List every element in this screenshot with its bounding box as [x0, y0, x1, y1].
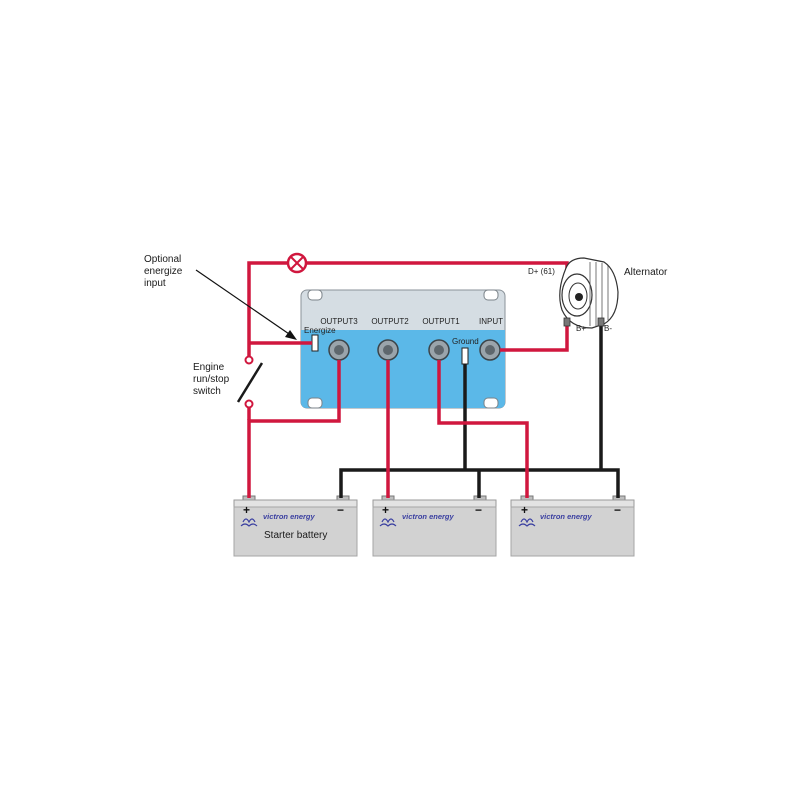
battery-1-case	[233, 506, 358, 557]
victron-logo-icon	[518, 518, 536, 527]
svg-text:input: input	[144, 278, 166, 289]
label-output1: OUTPUT1	[422, 317, 460, 326]
battery-3: + − victron energy	[510, 495, 635, 557]
svg-text:Optional: Optional	[144, 254, 181, 265]
battery-2-plus: +	[382, 503, 389, 517]
lamp-left-wire	[247, 261, 288, 343]
warning-lamp-icon	[286, 252, 308, 274]
label-engine-run-stop-switch: Engine run/stop switch	[193, 362, 230, 397]
label-b-minus: B-	[604, 324, 612, 333]
battery-2: + − victron energy	[372, 495, 497, 557]
terminal-output3	[328, 339, 350, 361]
isolator-blue-panel	[301, 330, 505, 408]
victron-logo-icon	[240, 518, 258, 527]
battery-1-plus: +	[243, 503, 250, 517]
label-optional-energize-input: Optional energize input	[144, 254, 183, 289]
label-b-plus: B+	[576, 324, 586, 333]
terminal-input	[479, 339, 501, 361]
svg-text:energize: energize	[144, 266, 183, 277]
battery-isolator: OUTPUT3 OUTPUT2 OUTPUT1 INPUT Energize G…	[300, 289, 506, 409]
battery-1: + − victron energy Starter battery	[233, 495, 358, 557]
label-output3: OUTPUT3	[320, 317, 358, 326]
terminal-output2	[377, 339, 399, 361]
svg-text:run/stop: run/stop	[193, 374, 230, 385]
label-ground: Ground	[452, 337, 479, 346]
battery-1-brand: victron energy	[263, 512, 316, 521]
battery-2-brand: victron energy	[402, 512, 455, 521]
battery-3-brand: victron energy	[540, 512, 593, 521]
terminal-energize	[311, 334, 319, 352]
battery-1-name: Starter battery	[264, 530, 327, 541]
label-output2: OUTPUT2	[371, 317, 409, 326]
ground-bus-wire	[339, 468, 601, 498]
label-alternator: Alternator	[624, 267, 668, 278]
svg-text:switch: switch	[193, 386, 221, 397]
battery-2-minus: −	[475, 503, 482, 517]
label-input: INPUT	[479, 317, 503, 326]
label-d-plus: D+ (61)	[528, 267, 555, 276]
negative-wiring	[339, 326, 620, 498]
terminal-output1	[428, 339, 450, 361]
terminal-ground	[461, 347, 469, 365]
output1-to-battery-3-wire	[437, 360, 529, 498]
alternator-icon	[559, 257, 619, 329]
output3-to-starter-battery-wire	[247, 360, 341, 498]
mount-lug-tr	[483, 289, 499, 301]
battery-2-case	[372, 506, 497, 557]
victron-logo-icon	[379, 518, 397, 527]
svg-text:Engine: Engine	[193, 362, 225, 373]
alternator-b-plus-to-input-wire	[500, 326, 569, 352]
engine-switch-icon	[236, 355, 264, 409]
battery-3-minus: −	[614, 503, 621, 517]
positive-wiring	[247, 261, 569, 498]
battery-3-negative-wire	[601, 468, 620, 498]
battery-1-minus: −	[337, 503, 344, 517]
battery-3-plus: +	[521, 503, 528, 517]
pointer-arrow-icon	[195, 269, 297, 340]
label-energize: Energize	[304, 326, 336, 335]
mount-lug-tl	[307, 289, 323, 301]
mount-lug-bl	[307, 397, 323, 409]
battery-3-case	[510, 506, 635, 557]
mount-lug-br	[483, 397, 499, 409]
